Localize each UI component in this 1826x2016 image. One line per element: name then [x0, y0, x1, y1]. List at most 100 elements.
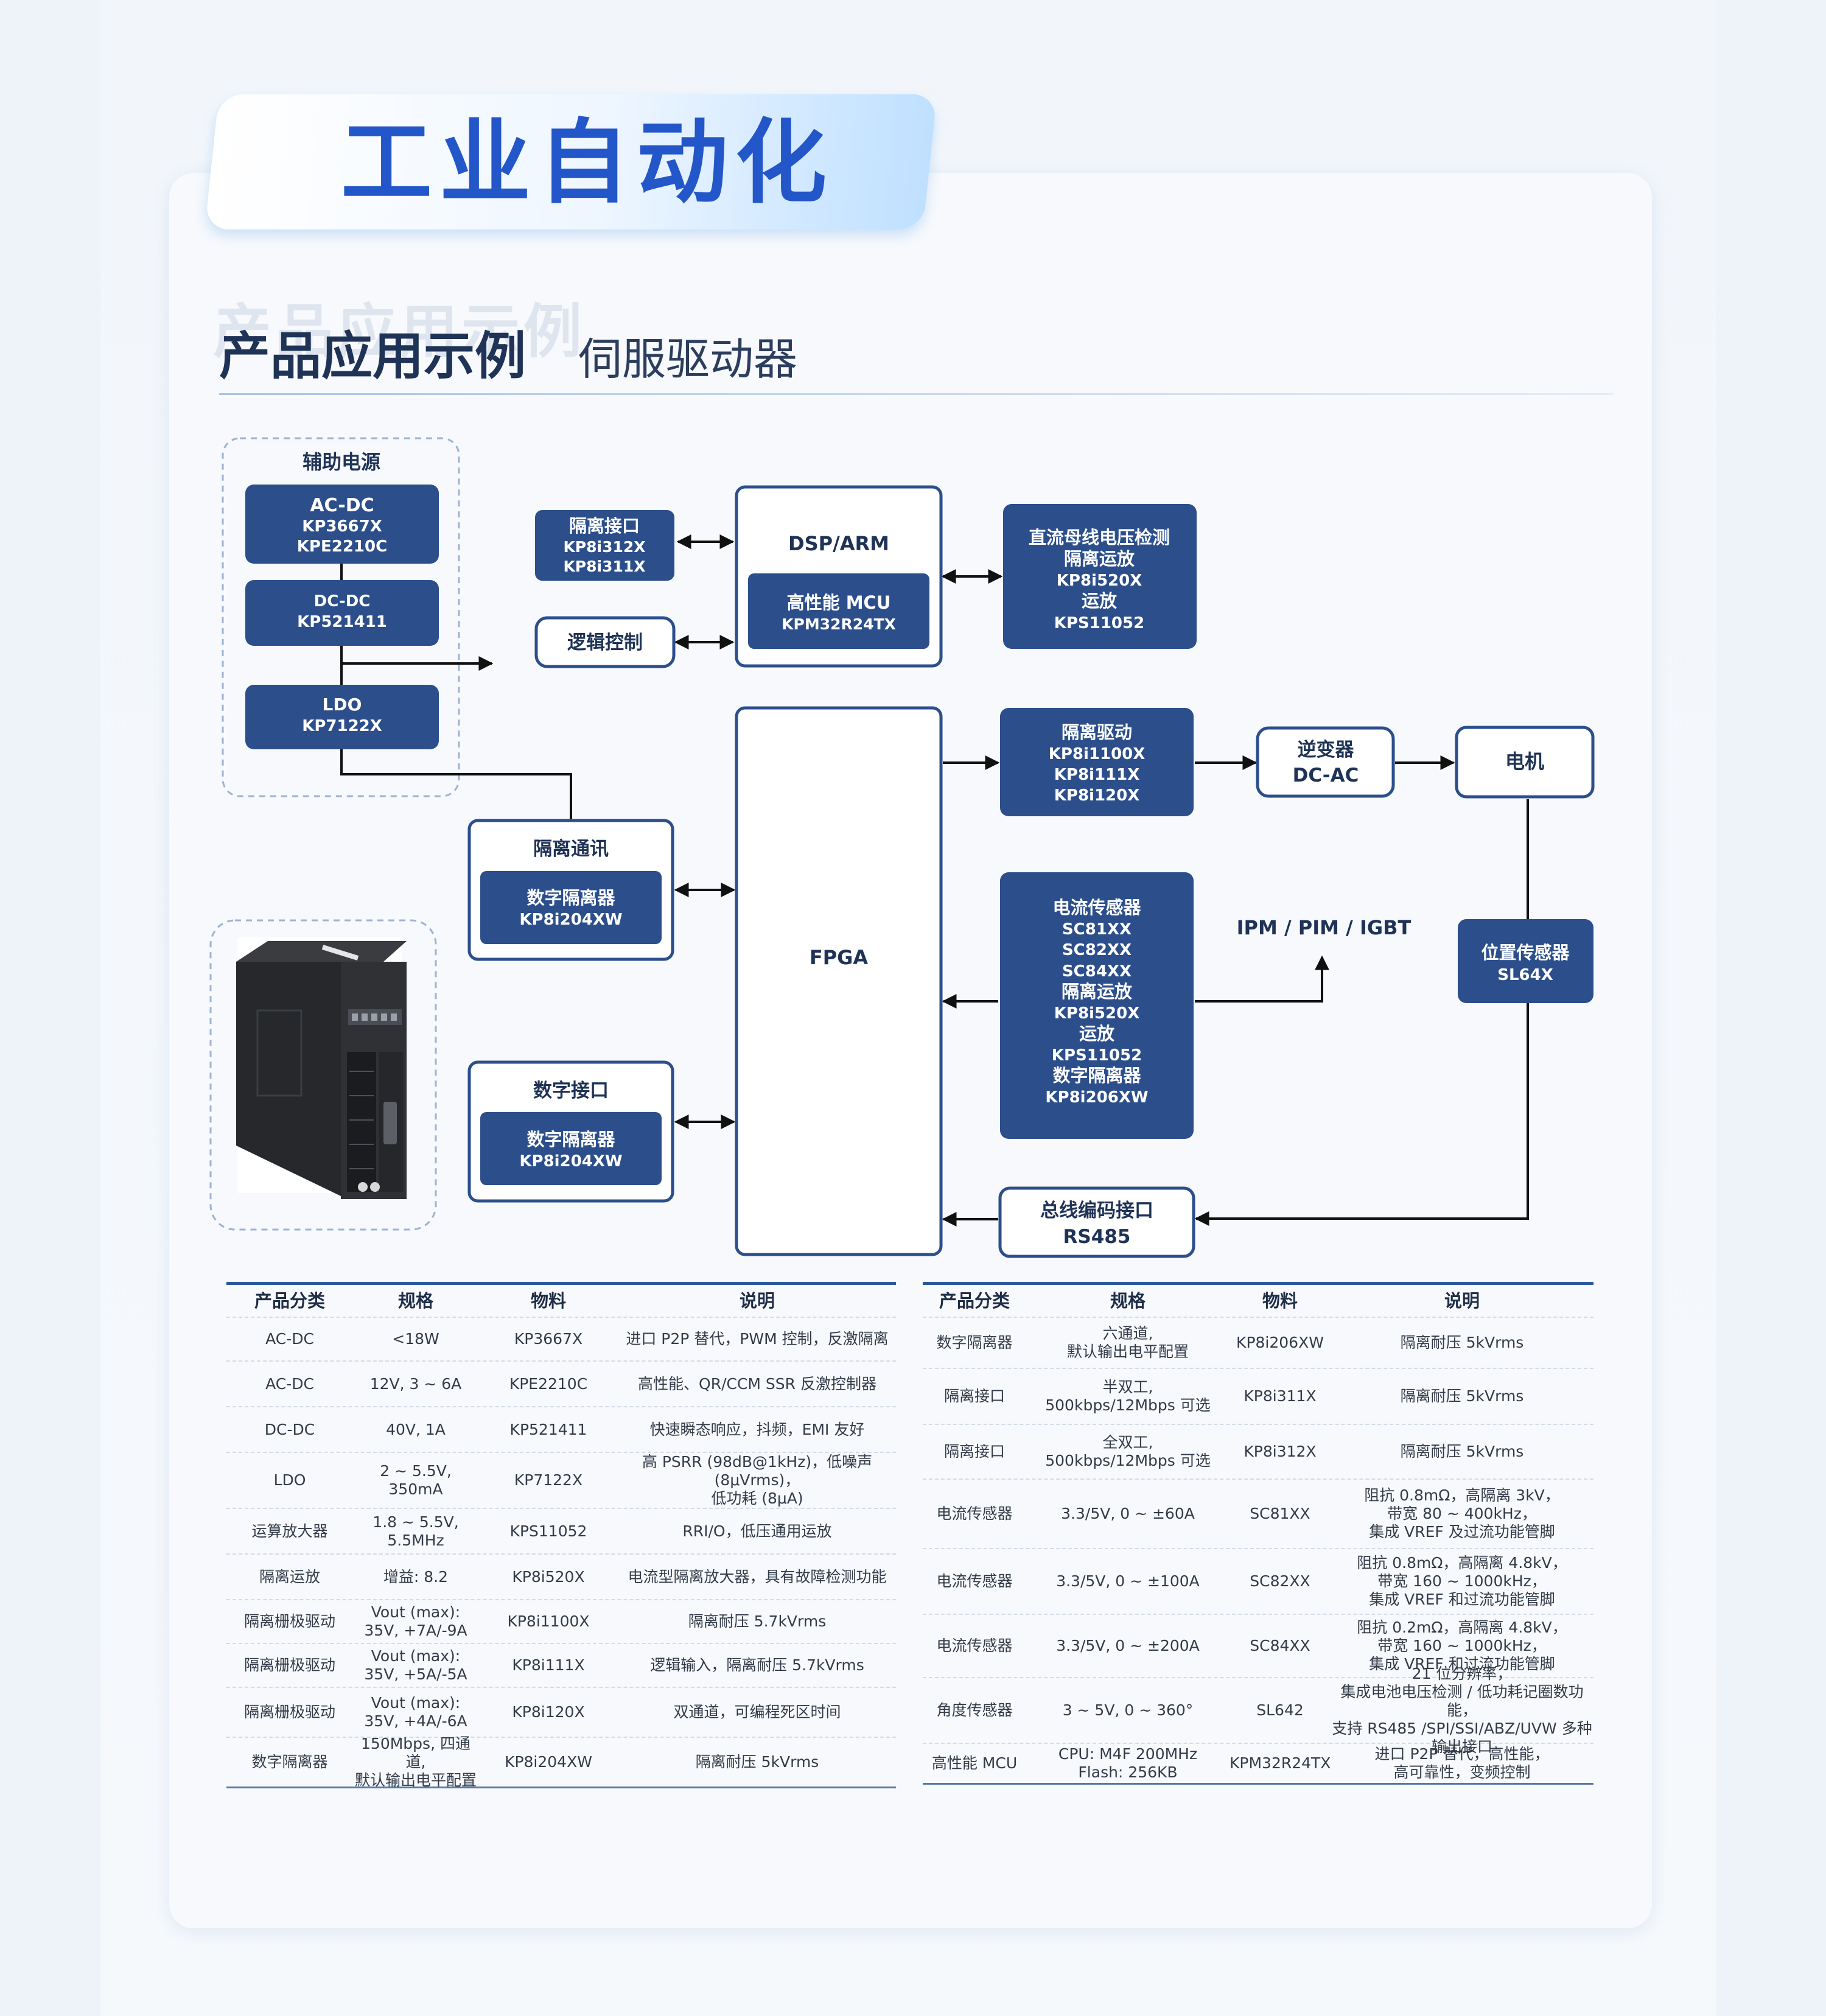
digital-interface-inner-part: KP8i204XW	[519, 1152, 622, 1171]
table-cell: 阻抗 0.2mΩ，高隔离 4.8kV， 带宽 160 ~ 1000kHz， 集成…	[1357, 1619, 1567, 1673]
table-cell: 40V, 1A	[386, 1420, 446, 1438]
table-cell: KP8i111X	[512, 1656, 585, 1674]
inverter-subtitle: DC-AC	[1293, 765, 1359, 786]
table-cell: SC81XX	[1250, 1505, 1310, 1522]
table-cell: KP8i312X	[1244, 1443, 1317, 1460]
current-sensor-line-4: SC84XX	[1062, 962, 1132, 981]
table-cell: 隔离接口	[943, 1387, 1005, 1405]
table-cell: SC82XX	[1250, 1572, 1310, 1590]
acdc-part-2: KPE2210C	[297, 537, 387, 556]
table-cell: KP8i204XW	[505, 1753, 592, 1771]
dc-bus-line-2: 隔离运放	[1064, 548, 1135, 569]
table-cell: 隔离接口	[943, 1443, 1005, 1460]
dc-bus-line-3: KP8i520X	[1057, 572, 1142, 590]
iso-driver-part-3: KP8i120X	[1054, 786, 1140, 805]
table-cell: 数字隔离器	[936, 1334, 1013, 1351]
table-cell: 隔离耐压 5kVrms	[1400, 1334, 1524, 1351]
table-cell: 进口 P2P 替代，PWM 控制，反激隔离	[626, 1330, 889, 1348]
logic-control-block	[534, 616, 676, 668]
dc-bus-block	[1003, 504, 1197, 649]
table-cell: 电流传感器	[936, 1637, 1013, 1654]
current-sensor-line-7: 运放	[1079, 1023, 1115, 1044]
table-row: 电流传感器 3.3/5V, 0 ~ ±200A SC84XX 阻抗 0.2mΩ，高隔离…	[923, 1615, 1593, 1678]
acdc-part-1: KP3667X	[302, 517, 382, 536]
table-cell: 3.3/5V, 0 ~ ±60A	[1061, 1505, 1195, 1522]
table-cell: 2 ~ 5.5V, 350mA	[380, 1462, 452, 1498]
table-cell: 运算放大器	[251, 1522, 328, 1540]
dcdc-part: KP521411	[297, 613, 387, 631]
motor-label: 电机	[1505, 750, 1544, 773]
table-cell: Vout (max): 35V, +7A/-9A	[364, 1603, 467, 1639]
dc-bus-line-5: KPS11052	[1054, 614, 1144, 632]
table-header-cell: 说明	[739, 1290, 775, 1311]
dc-bus-line-4: 运放	[1082, 590, 1118, 611]
position-sensor-title: 位置传感器	[1481, 942, 1570, 963]
table-cell: 高性能 MCU	[931, 1754, 1018, 1772]
table-cell: 电流型隔离放大器，具有故障检测功能	[628, 1567, 887, 1586]
table-header-row: 产品分类规格物料说明	[923, 1285, 1593, 1318]
section-title: 产品应用示例	[219, 326, 526, 386]
section-subtitle: 伺服驱动器	[578, 334, 798, 385]
table-cell: 1.8 ~ 5.5V, 5.5MHz	[373, 1513, 459, 1549]
fpga-label: FPGA	[810, 946, 869, 969]
table-row: 隔离接口 全双工, 500kbps/12Mbps 可选 KP8i312X 隔离耐压 5…	[923, 1425, 1593, 1480]
table-cell: 全双工, 500kbps/12Mbps 可选	[1045, 1433, 1211, 1469]
table-cell: 隔离栅极驱动	[243, 1656, 335, 1674]
table-cell: 3 ~ 5V, 0 ~ 360°	[1062, 1701, 1194, 1719]
table-cell: 数字隔离器	[251, 1753, 328, 1771]
table-cell: 高性能、QR/CCM SSR 反激控制器	[638, 1374, 876, 1393]
position-sensor-block	[1458, 919, 1593, 1003]
iso-comm-title: 隔离通讯	[533, 838, 609, 860]
ldo-block	[245, 685, 439, 749]
dcdc-label: DC-DC	[314, 592, 371, 611]
logic-control-label: 逻辑控制	[567, 632, 643, 654]
digital-interface-title: 数字接口	[533, 1080, 609, 1102]
table-cell: 150Mbps, 四通道, 默认输出电平配置	[354, 1735, 477, 1789]
table-cell: DC-DC	[264, 1420, 315, 1438]
table-header-cell: 物料	[1262, 1290, 1298, 1311]
iso-interface-part-2: KP8i311X	[563, 558, 645, 575]
inverter-block	[1256, 726, 1395, 798]
table-cell: SC84XX	[1250, 1637, 1310, 1654]
ipm-label: IPM / PIM / IGBT	[1237, 916, 1411, 939]
table-header-cell: 产品分类	[939, 1290, 1010, 1311]
iso-comm-inner-title: 数字隔离器	[526, 887, 615, 908]
acdc-label: AC-DC	[310, 495, 374, 516]
current-sensor-line-6: KP8i520X	[1054, 1004, 1140, 1023]
table-cell: KP521411	[509, 1420, 587, 1438]
right-spec-table: 产品分类规格物料说明数字隔离器 六通道, 默认输出电平配置 KP8i206XW 隔离耐…	[923, 1282, 1593, 1785]
table-cell: 六通道, 默认输出电平配置	[1066, 1325, 1189, 1360]
table-cell: 3.3/5V, 0 ~ ±100A	[1056, 1572, 1200, 1590]
section-title-shadow: 产品应用示例	[213, 298, 586, 366]
table-cell: 隔离耐压 5kVrms	[1400, 1443, 1524, 1460]
table-row: 数字隔离器 六通道, 默认输出电平配置 KP8i206XW 隔离耐压 5kVrms	[923, 1318, 1593, 1369]
mcu-part: KPM32R24TX	[782, 615, 896, 633]
ldo-label: LDO	[323, 695, 362, 715]
table-header-cell: 物料	[530, 1290, 566, 1311]
servo-drive-photo	[236, 937, 407, 1199]
table-cell: KP8i206XW	[1236, 1334, 1324, 1351]
table-cell: KPE2210C	[509, 1374, 588, 1393]
position-sensor-part: SL64X	[1497, 966, 1553, 984]
table-cell: CPU: M4F 200MHz Flash: 256KB	[1058, 1745, 1198, 1781]
table-cell: 3.3/5V, 0 ~ ±200A	[1056, 1637, 1200, 1654]
iso-interface-part-1: KP8i312X	[563, 538, 645, 556]
table-cell: KP8i120X	[512, 1703, 585, 1721]
table-cell: 隔离运放	[259, 1567, 320, 1586]
mcu-title: 高性能 MCU	[787, 592, 891, 613]
table-cell: KP8i311X	[1244, 1387, 1317, 1405]
iso-driver-part-1: KP8i1100X	[1049, 745, 1146, 763]
table-cell: KP8i1100X	[507, 1612, 590, 1630]
page-title: 工业自动化	[341, 110, 834, 216]
table-cell: KP8i520X	[512, 1567, 585, 1586]
